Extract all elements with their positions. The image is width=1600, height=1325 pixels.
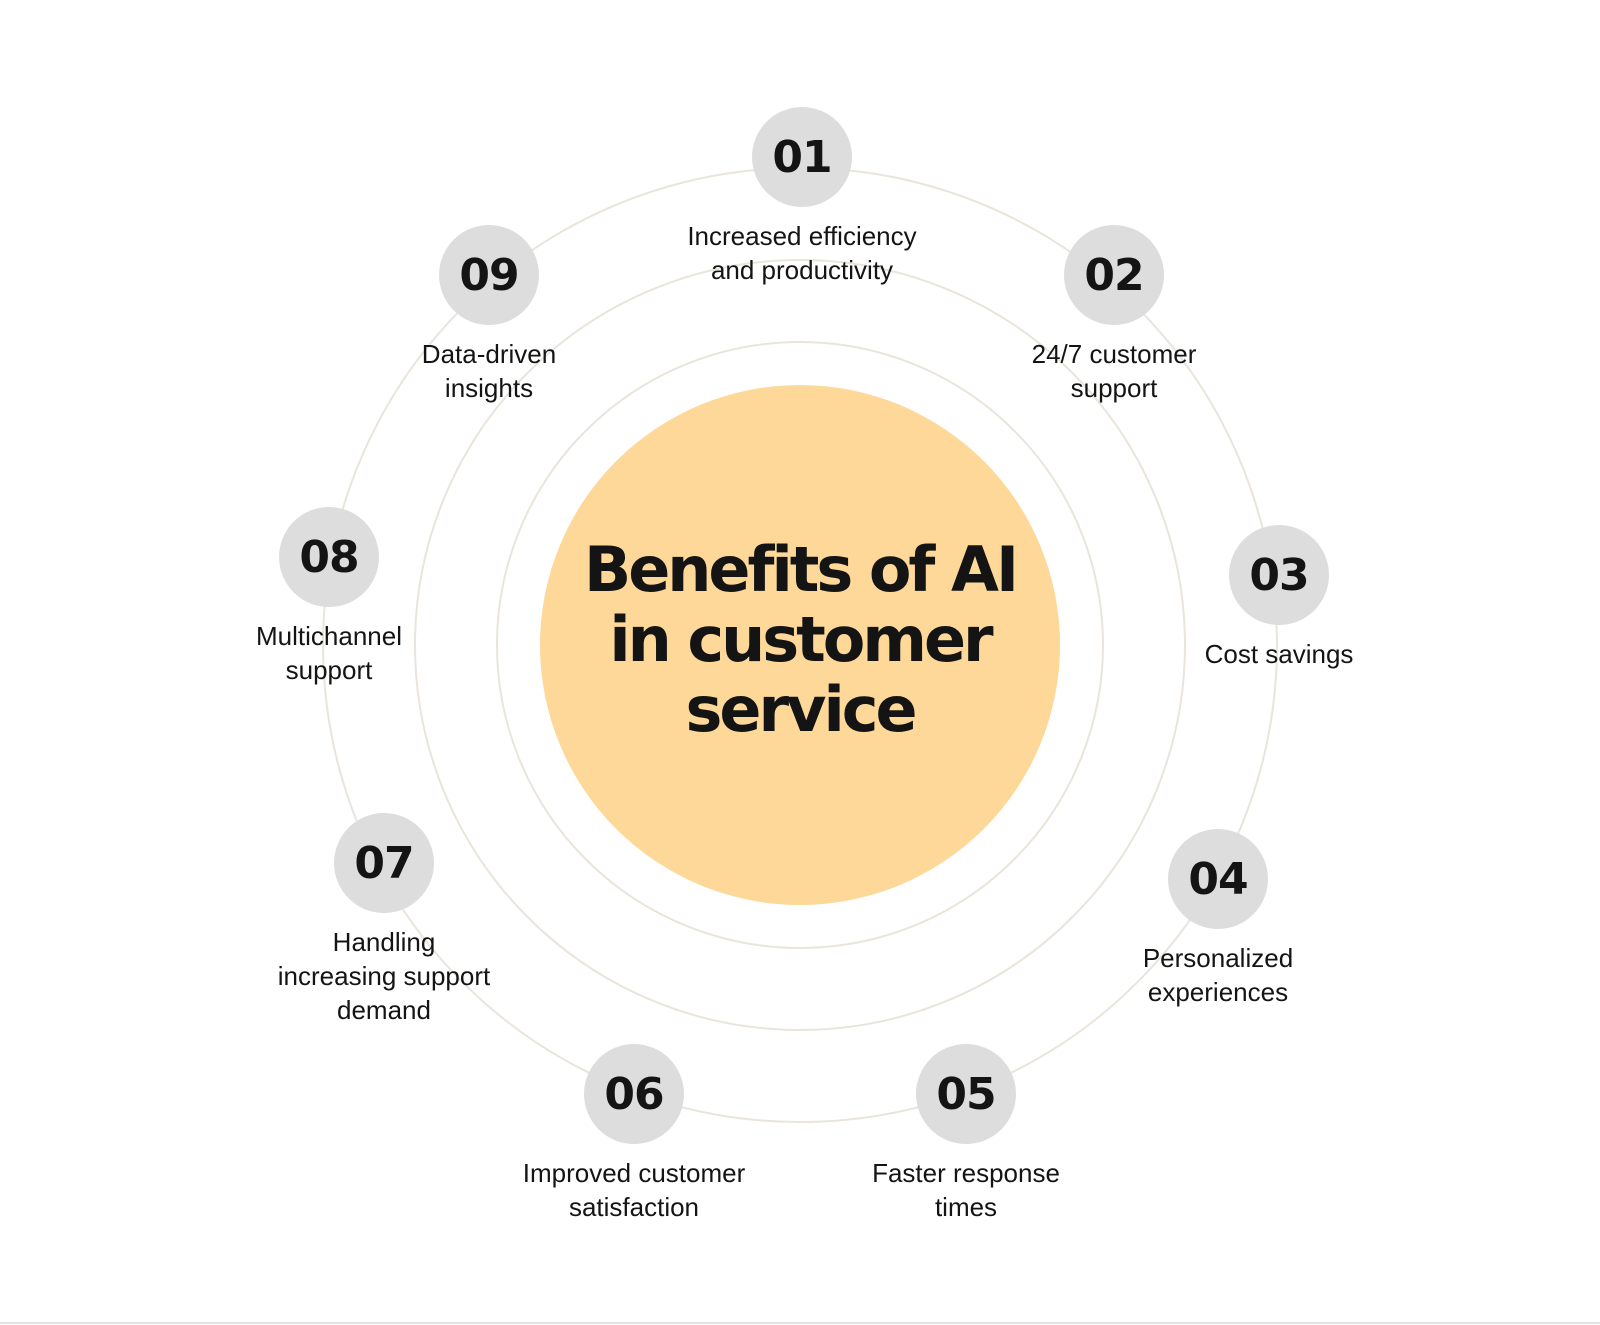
- benefit-number: 05: [936, 1068, 996, 1120]
- benefit-label-04: Personalized experiences: [1142, 943, 1294, 1007]
- inner-ring: [496, 341, 1104, 949]
- benefit-label-03: Cost savings: [1204, 639, 1354, 669]
- benefit-node-08: 08: [279, 507, 379, 607]
- benefit-node-06: 06: [584, 1044, 684, 1144]
- title-line-1: Benefits of AI: [583, 533, 1019, 606]
- middle-ring: [414, 259, 1186, 1031]
- benefit-node-04: 04: [1168, 829, 1268, 929]
- benefit-number: 04: [1188, 853, 1248, 905]
- diagram-title: Benefits of AI in customer service: [540, 380, 1060, 900]
- benefit-number: 09: [459, 249, 519, 301]
- benefit-node-05: 05: [916, 1044, 1016, 1144]
- benefit-node-07: 07: [334, 813, 434, 913]
- benefit-node-02: 02: [1064, 225, 1164, 325]
- benefit-label-07: Handling increasing support demand: [277, 927, 491, 1025]
- title-line-2: in customer: [609, 603, 993, 676]
- benefit-node-03: 03: [1229, 525, 1329, 625]
- benefit-number: 01: [772, 131, 832, 183]
- benefit-label-05: Faster response times: [872, 1158, 1060, 1222]
- benefit-number: 08: [299, 531, 359, 583]
- benefit-number: 02: [1084, 249, 1144, 301]
- bottom-divider: [0, 1322, 1600, 1324]
- benefit-number: 06: [604, 1068, 664, 1120]
- center-circle: [540, 385, 1060, 905]
- benefit-label-06: Improved customer satisfaction: [522, 1158, 746, 1222]
- benefit-label-01: Increased efficiency and productivity: [687, 221, 917, 285]
- benefit-node-09: 09: [439, 225, 539, 325]
- benefit-label-09: Data-driven insights: [421, 339, 557, 403]
- title-line-3: service: [685, 673, 918, 746]
- benefit-node-01: 01: [752, 107, 852, 207]
- benefit-label-02: 24/7 customer support: [1031, 339, 1197, 403]
- benefit-number: 07: [354, 837, 414, 889]
- benefit-label-08: Multichannel support: [256, 621, 402, 685]
- benefit-number: 03: [1249, 549, 1309, 601]
